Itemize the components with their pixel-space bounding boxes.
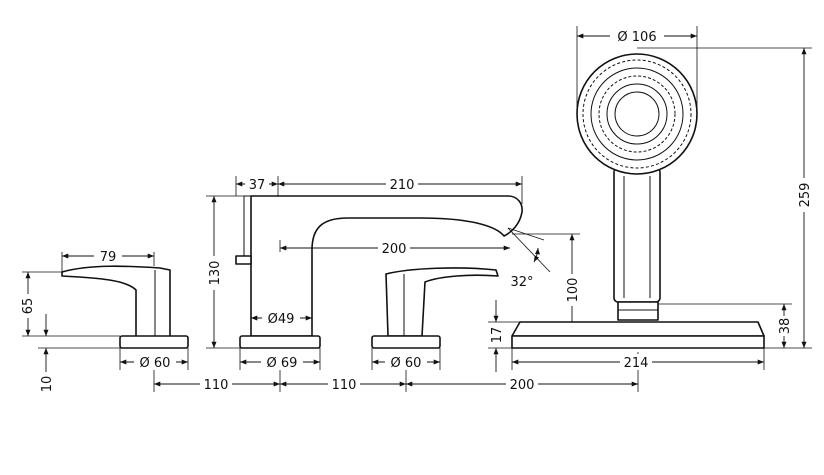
dim-shower-head: Ø 106 bbox=[576, 26, 698, 114]
dim-outlet-height: 100 bbox=[512, 233, 581, 349]
label-angle: 32° bbox=[510, 275, 533, 290]
left-handle bbox=[61, 265, 189, 349]
label-holder-38: 38 bbox=[778, 318, 793, 335]
label-spacing-2: 110 bbox=[332, 378, 357, 393]
label-spacing-3: 200 bbox=[510, 378, 535, 393]
label-holder-17: 17 bbox=[490, 327, 505, 344]
label-spout-base: Ø 69 bbox=[267, 356, 298, 371]
label-shower-height: 259 bbox=[798, 183, 813, 208]
label-handle-width: 79 bbox=[100, 250, 117, 265]
label-spout-inner: 200 bbox=[382, 242, 407, 257]
label-deck-thickness: 10 bbox=[40, 376, 55, 393]
dim-handle-width: 79 bbox=[61, 248, 155, 272]
label-spout-height: 130 bbox=[208, 261, 223, 286]
label-spacing-1: 110 bbox=[204, 378, 229, 393]
dim-shower-height: 259 bbox=[637, 47, 813, 349]
dim-spacing-row: 110 110 200 bbox=[153, 352, 639, 393]
dim-handle-height: 65 bbox=[19, 271, 120, 337]
label-outlet-height: 100 bbox=[566, 278, 581, 303]
dim-base-right: Ø 60 bbox=[371, 348, 441, 371]
dim-spout-base: Ø 69 bbox=[239, 348, 321, 371]
label-spout-reach: 210 bbox=[390, 178, 415, 193]
dim-base-left: Ø 60 bbox=[119, 348, 189, 371]
dim-angle: 32° bbox=[507, 227, 551, 290]
label-base-left: Ø 60 bbox=[140, 356, 171, 371]
dim-holder-38: 38 bbox=[658, 303, 793, 348]
dim-spout-inner: 200 bbox=[279, 240, 510, 257]
dim-holder-width: 214 bbox=[511, 348, 765, 371]
label-spout-37: 37 bbox=[249, 178, 266, 193]
dim-spout-top: 37 210 bbox=[235, 176, 523, 204]
label-shower-head: Ø 106 bbox=[617, 30, 656, 45]
dim-holder-17: 17 bbox=[487, 300, 520, 372]
dim-deck-thickness: 10 bbox=[38, 314, 120, 392]
label-base-right: Ø 60 bbox=[391, 356, 422, 371]
dim-spout-height: 130 bbox=[205, 195, 251, 349]
label-handle-height: 65 bbox=[21, 298, 36, 315]
hand-shower bbox=[576, 53, 698, 321]
label-holder-width: 214 bbox=[624, 356, 649, 371]
dim-spout-pipe: Ø49 bbox=[251, 310, 312, 327]
right-handle bbox=[371, 267, 499, 349]
label-spout-pipe: Ø49 bbox=[268, 312, 295, 327]
holder-plate bbox=[511, 321, 765, 349]
